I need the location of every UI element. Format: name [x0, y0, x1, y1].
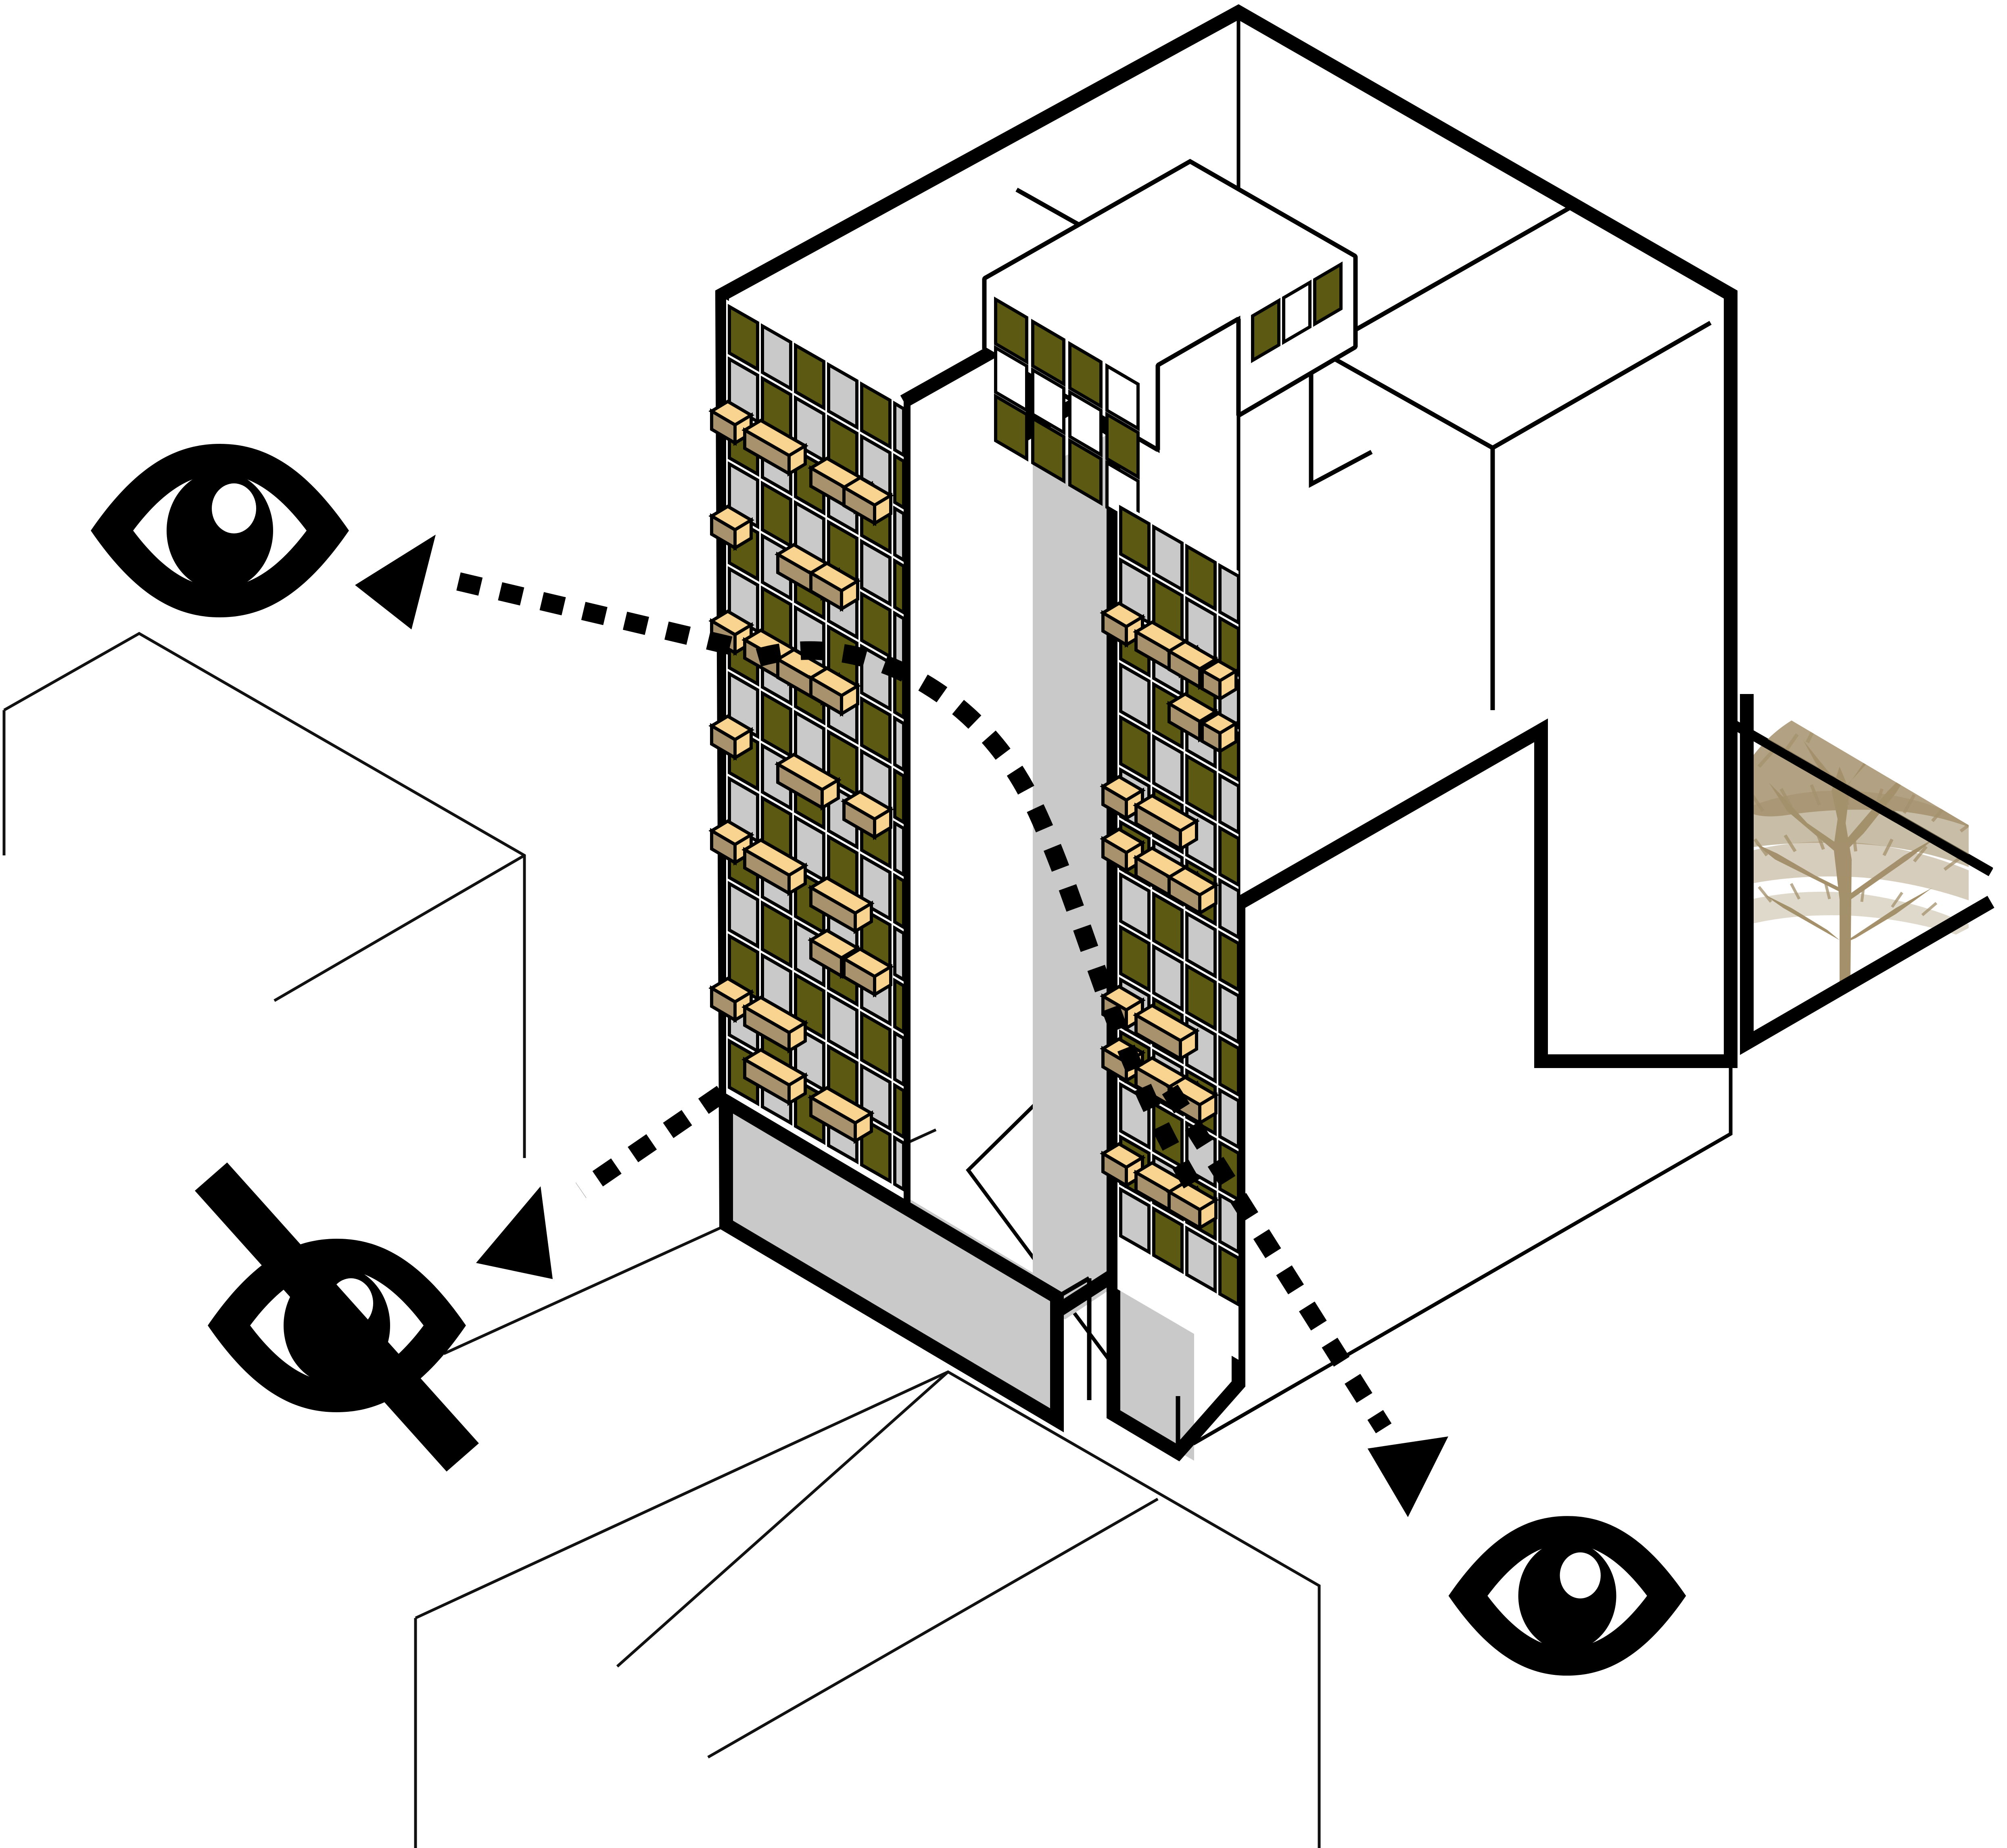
rooftop-penthouse [982, 159, 1358, 528]
courtyard-inner-wall [1033, 432, 1113, 1319]
facade-left-balconies [708, 399, 894, 1144]
terrace-parapet-overlay [1724, 686, 1994, 1065]
eye-icon-upper-left [91, 444, 349, 617]
context-building-left [2, 631, 526, 1158]
facade-right-wing [1100, 500, 1240, 1360]
roof-terrace-tree [1747, 703, 1969, 1043]
eye-icon-lower-right [1448, 1516, 1686, 1676]
sightline-through-courtyard [756, 641, 1206, 1200]
eye-slash-icon-lower-left [195, 1162, 479, 1472]
sightline-upper-left [355, 535, 733, 655]
context-building-bottom [414, 1370, 1321, 1848]
facade-left-wing [708, 299, 905, 1206]
penthouse-panel-grid-right [1251, 261, 1343, 363]
sightline-lower-right [1162, 1084, 1448, 1517]
penthouse-panel-grid-left [994, 297, 1140, 528]
slash-bar [195, 1162, 479, 1472]
sightline-lower-left [476, 1086, 728, 1279]
